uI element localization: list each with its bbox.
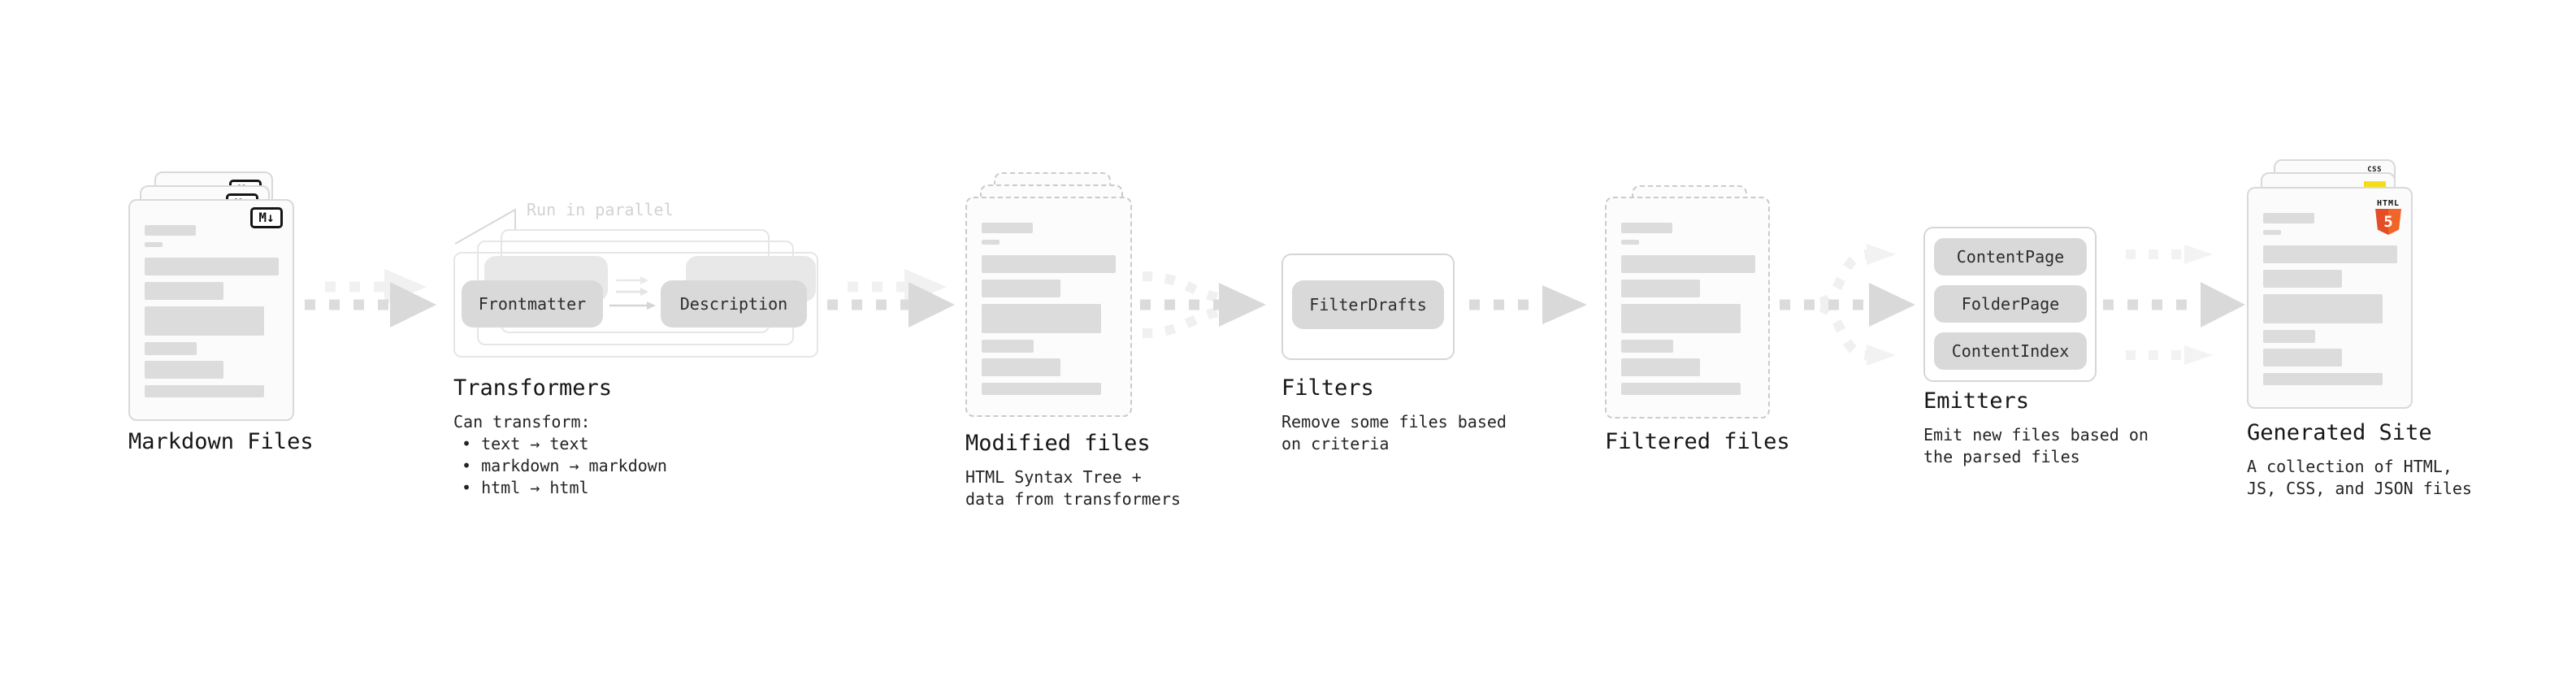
- stage-label-emitters: Emitters: [1923, 388, 2030, 414]
- skeleton-bar: [2263, 330, 2315, 343]
- skeleton-bar: [1621, 240, 1639, 245]
- skeleton-bar: [1621, 383, 1741, 395]
- skeleton-bar: [982, 383, 1101, 395]
- skeleton-bar: [2263, 349, 2342, 367]
- filters-caption: Remove some files based on criteria: [1281, 412, 1507, 453]
- skeleton-bar: [1621, 223, 1672, 233]
- skeleton-bar: [2263, 294, 2383, 323]
- skeleton-bar: [145, 342, 197, 355]
- html5-icon-word: HTML: [2376, 199, 2400, 208]
- flow-arrow-transformers-to-modified: [827, 269, 955, 327]
- stage-label-filters: Filters: [1281, 375, 1374, 401]
- transformer-pill-description: Description: [661, 280, 807, 327]
- skeleton-bar: [1621, 340, 1673, 353]
- modified-file-front: [965, 197, 1132, 417]
- stage-label-generated-site: Generated Site: [2247, 420, 2432, 445]
- skeleton-bar: [982, 304, 1101, 333]
- skeleton-bar: [145, 258, 279, 275]
- skeleton-bar: [982, 280, 1060, 297]
- markdown-icon: M↓: [250, 207, 283, 228]
- html5-icon-shield: 5: [2375, 209, 2401, 235]
- skeleton-bar: [1621, 280, 1700, 297]
- skeleton-bar: [145, 282, 223, 300]
- parallel-arrows-icon: [609, 276, 656, 310]
- stage-label-markdown-files: Markdown Files: [128, 429, 314, 454]
- skeleton-bar: [1621, 304, 1741, 333]
- skeleton-bar: [2263, 230, 2281, 235]
- skeleton-bar: [145, 242, 163, 247]
- filtered-file-front: [1605, 197, 1770, 419]
- skeleton-bar: [145, 306, 264, 336]
- emitters-caption: Emit new files based on the parsed files: [1923, 425, 2149, 466]
- run-in-parallel-annotation: Run in parallel: [527, 200, 674, 219]
- flow-arrow-markdown-to-transformers: [305, 269, 436, 327]
- skeleton-bar: [982, 240, 1000, 245]
- bullet-item: • html → html: [462, 478, 589, 497]
- transformers-bullet-list: • text → text • markdown → markdown • ht…: [462, 433, 667, 499]
- skeleton-bar: [982, 255, 1116, 273]
- bullet-item: • text → text: [462, 434, 589, 453]
- skeleton-bar: [1621, 255, 1755, 273]
- skeleton-bar: [982, 340, 1034, 353]
- skeleton-bar: [2263, 373, 2383, 385]
- emitter-pill-contentindex: ContentIndex: [1934, 332, 2087, 370]
- site-file-html: HTML 5: [2247, 187, 2413, 409]
- flow-arrow-modified-to-filters: [1140, 271, 1266, 338]
- transformer-layer-box-front: [453, 252, 818, 358]
- flow-arrow-emitters-to-site: [2103, 245, 2245, 365]
- stage-label-modified-files: Modified files: [965, 431, 1151, 456]
- html5-icon: HTML 5: [2374, 193, 2403, 235]
- bullet-item: • markdown → markdown: [462, 456, 667, 475]
- skeleton-bar: [2263, 213, 2314, 223]
- skeleton-bar: [1621, 358, 1700, 376]
- annotation-leader-line: [454, 208, 516, 245]
- skeleton-bar: [145, 385, 264, 397]
- flow-arrow-filtered-to-emitters: [1780, 244, 1915, 366]
- skeleton-bar: [145, 225, 196, 236]
- skeleton-bar: [2263, 245, 2397, 263]
- transformer-pill-frontmatter: Frontmatter: [462, 280, 603, 327]
- stage-label-transformers: Transformers: [453, 375, 613, 401]
- markdown-file-front: M↓: [128, 199, 294, 421]
- generated-site-caption: A collection of HTML, JS, CSS, and JSON …: [2247, 457, 2472, 498]
- stage-label-filtered-files: Filtered files: [1605, 429, 1790, 454]
- skeleton-bar: [2263, 270, 2342, 288]
- modified-files-caption: HTML Syntax Tree + data from transformer…: [965, 467, 1181, 509]
- emitter-pill-contentpage: ContentPage: [1934, 238, 2087, 275]
- emitter-pill-folderpage: FolderPage: [1934, 285, 2087, 323]
- skeleton-bar: [982, 358, 1060, 376]
- filter-pill-filterdrafts: FilterDrafts: [1292, 280, 1444, 329]
- transformers-caption-heading: Can transform:: [453, 412, 591, 432]
- flow-arrow-filters-to-filtered: [1469, 285, 1587, 324]
- skeleton-bar: [982, 223, 1033, 233]
- skeleton-bar: [145, 361, 223, 379]
